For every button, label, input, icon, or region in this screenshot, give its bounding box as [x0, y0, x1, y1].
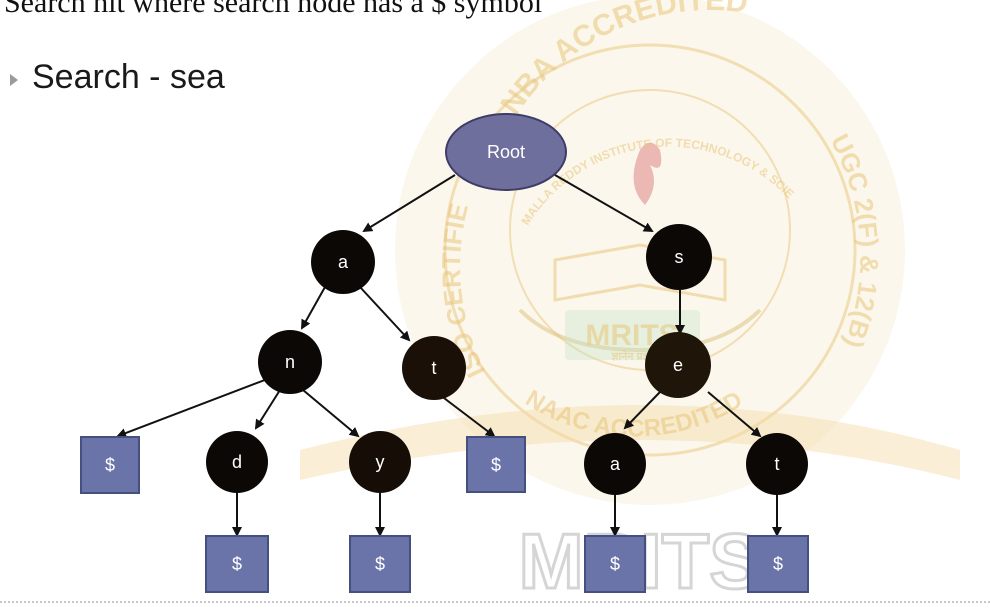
- watermark-badge-sub: ज्ञानेन प्रज्ञा: [610, 349, 653, 363]
- node-label: s: [675, 247, 684, 267]
- terminal-box: [80, 436, 140, 494]
- node-circle: [746, 433, 808, 495]
- trie-node-d: d: [206, 431, 268, 493]
- edge-t-dollar: [439, 394, 496, 438]
- open-book-icon: [553, 243, 727, 302]
- torch-flame-icon: [633, 142, 662, 205]
- banner-icon: [300, 405, 960, 480]
- trie-node-t: t: [402, 336, 466, 400]
- edge-n-dollar: [116, 377, 271, 438]
- trie-node-a: a: [311, 230, 375, 294]
- terminal-node: $: [747, 535, 809, 593]
- trie-root-node: Root: [445, 113, 567, 191]
- terminal-label: $: [610, 554, 620, 574]
- edge-root-s: [554, 174, 654, 232]
- root-label: Root: [487, 142, 525, 162]
- terminal-box: [466, 436, 526, 493]
- watermark-mid-ring: [443, 43, 857, 457]
- trie-node-t2: t: [746, 433, 808, 495]
- node-circle: [258, 330, 322, 394]
- terminal-box: [349, 535, 411, 593]
- node-label: e: [673, 355, 683, 375]
- node-label: t: [431, 358, 436, 378]
- node-label: n: [285, 352, 295, 372]
- slide-caption: Search hit where search node has a $ sym…: [4, 0, 543, 19]
- root-ellipse: [445, 113, 567, 191]
- node-circle: [402, 336, 466, 400]
- terminal-label: $: [375, 554, 385, 574]
- edge-root-a: [362, 174, 456, 233]
- node-circle: [311, 230, 375, 294]
- terminal-label: $: [105, 455, 115, 475]
- terminal-label: $: [773, 554, 783, 574]
- node-label: a: [338, 252, 349, 272]
- node-circle: [584, 433, 646, 495]
- edge-e-a: [623, 391, 661, 430]
- terminal-node: $: [584, 535, 646, 593]
- terminal-node: $: [205, 535, 269, 593]
- node-circle: [206, 431, 268, 493]
- edge-a-n: [301, 286, 326, 330]
- node-label: d: [232, 452, 242, 472]
- terminal-box: [205, 535, 269, 593]
- edge-a-t: [359, 286, 411, 342]
- trie-edges: [116, 174, 782, 537]
- trie-node-a2: a: [584, 433, 646, 495]
- trie-node-y: y: [349, 431, 411, 493]
- edge-n-y: [302, 389, 360, 438]
- node-circle: [646, 224, 712, 290]
- trie-node-n: n: [258, 330, 322, 394]
- terminal-label: $: [491, 455, 501, 475]
- slide-bullet-text: Search - sea: [32, 58, 225, 96]
- node-circle: [349, 431, 411, 493]
- terminal-box: [747, 535, 809, 593]
- terminal-node: $: [80, 436, 140, 494]
- edge-e-t: [707, 391, 762, 438]
- node-label: a: [610, 454, 621, 474]
- node-label: t: [774, 454, 779, 474]
- terminal-label: $: [232, 554, 242, 574]
- laurel-wreath-icon: [518, 308, 762, 353]
- node-label: y: [376, 452, 385, 472]
- terminal-node: $: [466, 436, 526, 493]
- node-circle: [645, 332, 711, 398]
- terminal-box: [584, 535, 646, 593]
- trie-node-e: e: [645, 332, 711, 398]
- trie-node-s: s: [646, 224, 712, 290]
- terminal-node: $: [349, 535, 411, 593]
- bullet-arrow-icon: [10, 73, 18, 86]
- edge-n-d: [254, 389, 281, 430]
- footer-divider: [0, 601, 990, 603]
- bullet-row: Search - sea: [10, 58, 225, 97]
